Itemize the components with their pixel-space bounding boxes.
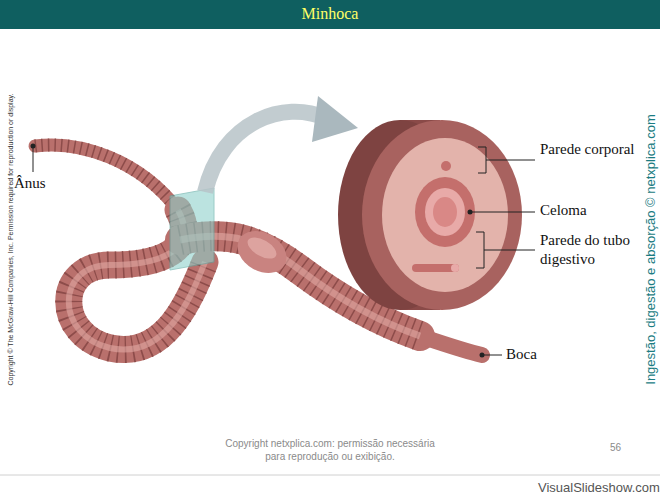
part-label: Parede corporal	[540, 140, 640, 159]
part-label: Ânus	[14, 175, 46, 192]
slide-title: Minhoca	[0, 5, 660, 23]
part-label: Parede do tubo digestivo	[540, 231, 655, 269]
watermark: VisualSlideshow.com	[538, 480, 660, 495]
copyright-note: Copyright © The McGraw-Hill Companies, I…	[7, 55, 14, 425]
side-caption: Ingestão, digestão e absorção © netxplic…	[643, 95, 658, 405]
header-bar	[0, 0, 660, 29]
part-label: Celoma	[540, 202, 587, 219]
footer-rule	[0, 475, 660, 476]
slide-number: 56	[610, 442, 621, 453]
footer-note: Copyright netxplica.com: permissão neces…	[222, 437, 438, 463]
part-label: Boca	[506, 346, 537, 363]
